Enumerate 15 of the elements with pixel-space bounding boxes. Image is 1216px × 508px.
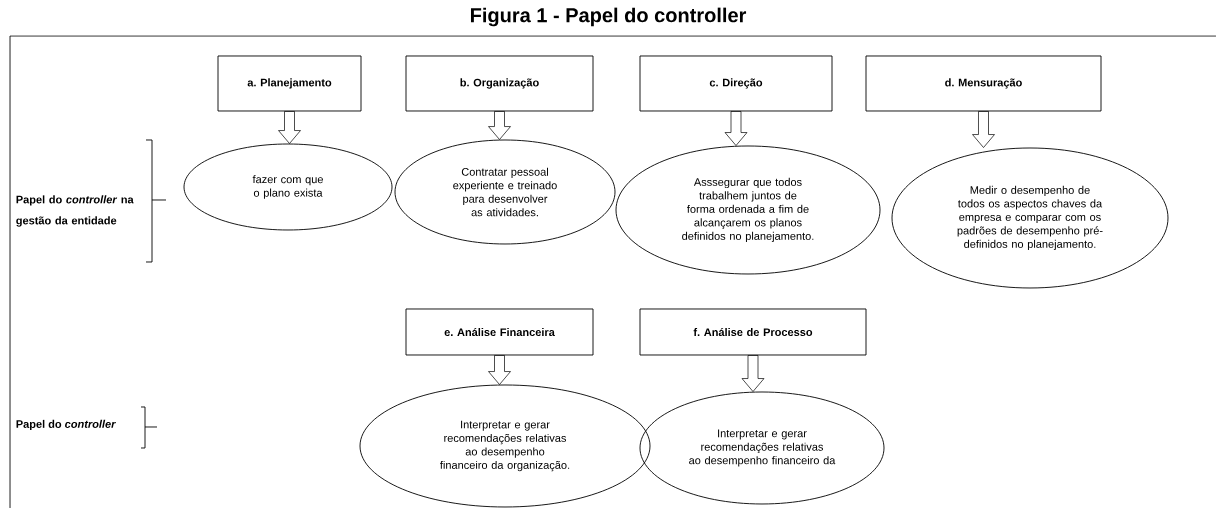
block-arrow: [278, 111, 301, 144]
block-arrow: [972, 111, 995, 148]
block-arrow: [724, 111, 748, 146]
side-label: Papel do controller na gestão da entidade: [16, 195, 134, 227]
side-label: Papel do controller: [16, 419, 116, 431]
block-arrow: [741, 355, 765, 392]
block-arrow: [488, 111, 511, 140]
block-arrow: [488, 355, 511, 385]
title: Figura 1 - Papel do controller: [471, 7, 747, 27]
process-box: a. Planejamento: [217, 55, 362, 112]
process-box: c. Direção: [639, 55, 833, 112]
process-box: b. Organização: [405, 55, 594, 112]
process-box: e. Análise Financeira: [405, 308, 594, 356]
process-box: f. Análise de Processo: [639, 308, 867, 356]
process-box: d. Mensuração: [865, 55, 1102, 112]
